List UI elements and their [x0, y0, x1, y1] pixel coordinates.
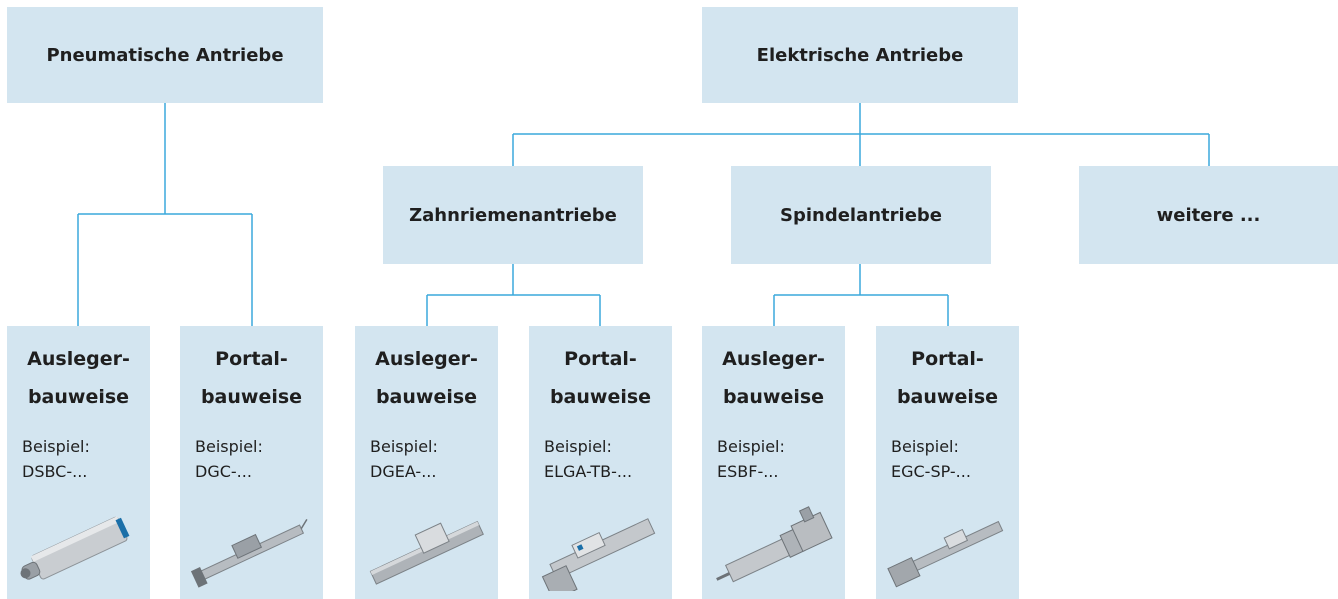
- leaf-example: Beispiel: DSBC-...: [22, 437, 90, 481]
- leaf-spindle-gantry: Portal- bauweise Beispiel: EGC-SP-...: [876, 326, 1019, 599]
- belt-axis-cantilever-icon: [369, 520, 484, 585]
- pneumatic-drives-label: Pneumatische Antriebe: [46, 44, 284, 66]
- more-drives-label: weitere ...: [1156, 204, 1261, 226]
- leaf-example: Beispiel: EGC-SP-...: [891, 437, 971, 481]
- belt-axis-gantry-icon: [541, 518, 656, 591]
- pneumatic-cylinder-icon: [20, 516, 130, 580]
- leaf-example: Beispiel: ESBF-...: [717, 437, 785, 481]
- leaf-pneumatic-gantry: Portal- bauweise Beispiel: DGC-...: [180, 326, 323, 599]
- leaf-title: Portal- bauweise: [896, 348, 999, 408]
- leaf-pneumatic-cantilever: Ausleger- bauweise Beispiel: DSBC-...: [7, 326, 150, 599]
- spindle-axis-icon: [887, 520, 1004, 588]
- belt-drives-box: Zahnriemenantriebe: [383, 166, 643, 264]
- spindle-drives-label: Spindelantriebe: [779, 204, 942, 226]
- leaf-title: Ausleger- bauweise: [27, 348, 130, 408]
- belt-drives-label: Zahnriemenantriebe: [409, 204, 617, 226]
- leaf-spindle-cantilever: Ausleger- bauweise Beispiel: ESBF-...: [702, 326, 845, 599]
- pneumatic-linear-drive-icon: [190, 519, 308, 588]
- more-drives-box: weitere ...: [1079, 166, 1338, 264]
- leaf-example: Beispiel: ELGA-TB-...: [544, 437, 633, 481]
- leaf-belt-gantry: Portal- bauweise Beispiel: ELGA-TB-...: [529, 326, 672, 599]
- leaf-title: Portal- bauweise: [200, 348, 303, 408]
- leaf-example: Beispiel: DGC-...: [195, 437, 263, 481]
- electric-drives-label: Elektrische Antriebe: [756, 44, 964, 66]
- leaf-title: Ausleger- bauweise: [375, 348, 478, 408]
- leaf-title: Ausleger- bauweise: [722, 348, 825, 408]
- leaf-belt-cantilever: Ausleger- bauweise Beispiel: DGEA-...: [355, 326, 498, 599]
- leaf-example: Beispiel: DGEA-...: [370, 437, 438, 481]
- pneumatic-drives-box: Pneumatische Antriebe: [7, 7, 323, 103]
- leaf-title: Portal- bauweise: [549, 348, 652, 408]
- electric-drives-box: Elektrische Antriebe: [702, 7, 1018, 103]
- electric-cylinder-icon: [716, 506, 833, 583]
- spindle-drives-box: Spindelantriebe: [731, 166, 991, 264]
